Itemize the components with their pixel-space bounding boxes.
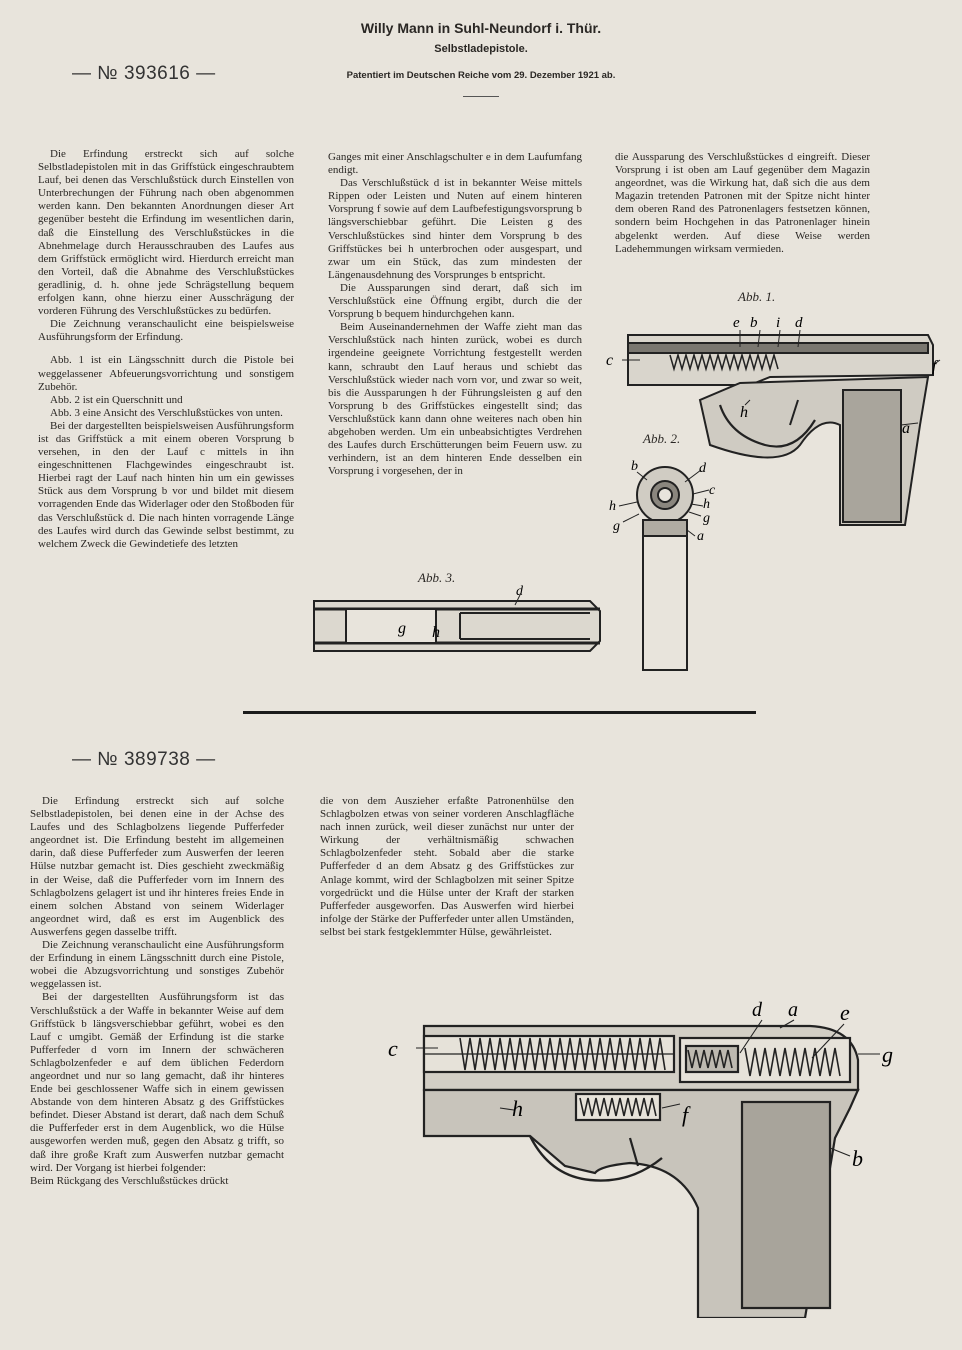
fig1-label-c: c: [606, 352, 613, 369]
paragraph: Abb. 2 ist ein Querschnitt und: [50, 393, 183, 406]
fig2-cross-section: b d c h g h g a: [609, 459, 716, 671]
fig2-label-c: c: [709, 483, 716, 498]
fig1-label-b: b: [750, 315, 758, 331]
paragraph: Beim Rückgang des Verschlußstückes drück…: [30, 1174, 229, 1187]
paragraph: die Aussparung des Verschlußstückes d ei…: [615, 151, 870, 255]
bottom-fig-label-g: g: [882, 1042, 893, 1067]
fig2-label-g-left: g: [613, 519, 620, 534]
fig3-label-g: g: [398, 620, 406, 637]
fig1-label-a: a: [902, 420, 910, 437]
fig2-label-a: a: [697, 529, 704, 544]
bottom-column-2: die von dem Auszieher erfaßte Patronenhü…: [320, 795, 574, 939]
bottom-fig-pistol-section: d a e c g h f b: [388, 999, 893, 1318]
bottom-fig-label-d: d: [752, 999, 763, 1021]
fig2-label-h-left: h: [609, 499, 616, 514]
paragraph: Die Aussparungen sind derart, daß sich i…: [328, 281, 582, 321]
bottom-fig-label-e: e: [840, 1000, 850, 1025]
bottom-fig-label-b: b: [852, 1146, 863, 1171]
fig1-label-h: h: [740, 404, 748, 421]
patent-number-bottom: — № 389738 —: [72, 749, 216, 770]
bottom-fig-label-a: a: [788, 999, 798, 1021]
fig3-label-h: h: [432, 624, 440, 641]
paragraph: Abb. 3 eine Ansicht des Verschlußstückes…: [50, 406, 283, 419]
top-column-3: die Aussparung des Verschlußstückes d ei…: [615, 151, 870, 256]
paragraph: Die Erfindung erstreckt sich auf solche …: [38, 148, 294, 318]
patent-title: Selbstladepistole.: [434, 43, 528, 55]
fig2-label-g-right: g: [703, 511, 710, 526]
fig1-title: Abb. 1.: [738, 289, 776, 304]
paragraph: Ganges mit einer Anschlagschulter e in d…: [328, 151, 582, 177]
paragraph: Bei der dargestellten beispielsweisen Au…: [38, 419, 294, 550]
top-column-2: Ganges mit einer Anschlagschulter e in d…: [328, 151, 582, 478]
fig2-label-h-right: h: [703, 497, 710, 512]
paragraph: Die Erfindung erstreckt sich auf solche …: [30, 795, 284, 938]
fig3-title: Abb. 3.: [418, 570, 456, 585]
fig1-label-e: e: [733, 315, 740, 331]
paragraph: Die Zeichnung veranschaulicht eine Ausfü…: [30, 939, 284, 991]
fig2-title: Abb. 2.: [643, 431, 681, 446]
fig2-label-b: b: [631, 459, 638, 474]
paragraph: Bei der dargestellten Ausführungsform is…: [30, 991, 284, 1174]
paragraph: Das Verschlußstück d ist in bekannter We…: [328, 177, 582, 281]
inventor-heading: Willy Mann in Suhl-Neundorf i. Thür.: [360, 20, 602, 36]
fig1-label-i: i: [776, 315, 780, 331]
bottom-fig-label-c: c: [388, 1036, 398, 1061]
fig2-label-d: d: [699, 461, 707, 476]
bottom-fig-label-h: h: [512, 1096, 523, 1121]
fig1-label-f: f: [932, 358, 939, 375]
fig3-underside-view: d g h: [313, 585, 601, 652]
fig1-label-d: d: [795, 315, 803, 331]
fig1-pistol-section: e b i d c f h a: [606, 315, 941, 526]
patent-date: Patentiert im Deutschen Reiche vom 29. D…: [346, 70, 616, 81]
fig3-label-d: d: [516, 585, 524, 599]
paragraph: Abb. 1 ist ein Längsschnitt durch die Pi…: [38, 354, 294, 393]
paragraph: Beim Auseinandernehmen der Waffe zieht m…: [328, 321, 582, 478]
bottom-column-1: Die Erfindung erstreckt sich auf solche …: [30, 795, 284, 1188]
top-column-1: Die Erfindung erstreckt sich auf solche …: [38, 148, 294, 551]
section-separator: [243, 711, 756, 714]
bottom-fig-label-f: f: [682, 1102, 691, 1127]
paragraph: die von dem Auszieher erfaßte Patronenhü…: [320, 795, 574, 938]
paragraph: Die Zeichnung veranschaulicht eine beisp…: [38, 318, 294, 344]
header-rule: [463, 96, 499, 97]
patent-number-top: — № 393616 —: [72, 63, 216, 84]
